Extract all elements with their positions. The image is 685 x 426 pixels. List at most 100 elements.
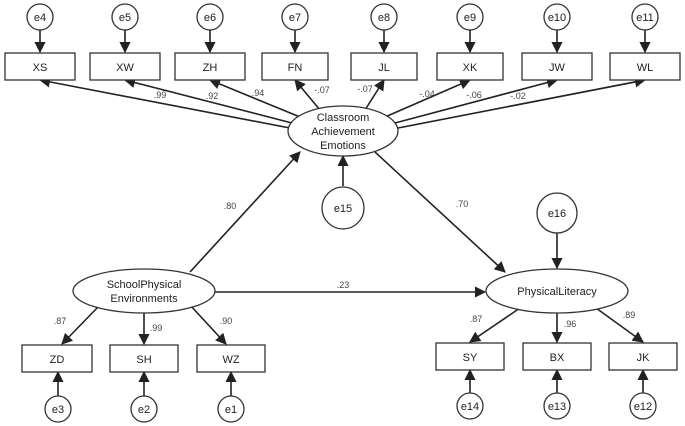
error-e6: [196, 3, 224, 31]
latent-classroom-achievement-emotions: Classroom Achievement Emotions: [287, 105, 399, 157]
coef-emotions-xs: .99: [154, 90, 167, 100]
error-e16-label: e16: [548, 208, 566, 220]
coef-env-emotions: .80: [224, 201, 237, 211]
error-e7: [281, 3, 309, 31]
paths: [34, 30, 651, 396]
indicator-zh: [174, 52, 246, 81]
error-e8-label: e8: [378, 12, 390, 24]
coef-env-zd: .87: [54, 316, 67, 326]
latent-emotions-line-1: Classroom: [317, 112, 370, 124]
indicator-zd: [21, 344, 93, 373]
indicator-sy-label: SY: [463, 352, 478, 364]
indicator-bx: [522, 342, 592, 371]
latent-school-physical-environments: SchoolPhysical Environments: [72, 268, 216, 314]
error-e16: [536, 192, 578, 234]
path-emotions-fn: [294, 79, 321, 111]
error-e1: [217, 395, 245, 423]
coef-env-literacy: .23: [337, 280, 350, 290]
error-e7-label: e7: [289, 12, 301, 24]
top-error-terms: e4 e5 e6 e7 e8 e9 e10 e11: [26, 3, 659, 31]
error-e5-label: e5: [119, 12, 131, 24]
error-e1-label: e1: [225, 404, 237, 416]
indicator-wz-label: WZ: [222, 354, 239, 366]
indicator-xk: [436, 52, 504, 81]
latent-emotions-line-3: Emotions: [320, 140, 366, 152]
indicator-jl-label: JL: [378, 62, 390, 74]
coef-env-wz: .90: [220, 316, 233, 326]
indicator-sh: [109, 344, 179, 373]
error-e4: [26, 3, 54, 31]
error-e10: [543, 3, 571, 31]
indicator-xk-label: XK: [463, 62, 478, 74]
path-emotions-xk: [384, 78, 472, 118]
path-emotions-xw: [123, 77, 293, 124]
indicator-zd-label: ZD: [50, 354, 65, 366]
indicator-sh-label: SH: [136, 354, 151, 366]
bottom-indicators: ZD SH WZ SY BX JK: [21, 342, 678, 373]
path-literacy-jk: [595, 307, 644, 343]
error-e8: [370, 3, 398, 31]
error-e11-label: e11: [636, 12, 654, 24]
latent-emotions-line-2: Achievement: [311, 126, 375, 138]
coef-emotions-xw: .92: [206, 91, 219, 101]
indicator-jk: [608, 342, 678, 371]
latent-environments-ellipse: [72, 268, 216, 314]
error-e9: [456, 3, 484, 31]
error-e2-label: e2: [138, 404, 150, 416]
error-e12: [629, 392, 657, 420]
path-coefficients: .99 .92 .94 -.07 -.07 -.04 -.06 -.02 .80…: [54, 84, 636, 333]
error-e14-label: e14: [461, 401, 479, 413]
path-emotions-jw: [394, 77, 559, 124]
latent-physical-literacy: PhysicalLiteracy: [485, 268, 629, 314]
indicator-wl: [609, 52, 681, 81]
coef-literacy-bx: .96: [564, 319, 577, 329]
indicator-wl-label: WL: [637, 62, 654, 74]
indicator-zh-label: ZH: [203, 62, 218, 74]
error-e9-label: e9: [464, 12, 476, 24]
error-e15-label: e15: [334, 203, 352, 215]
error-e13: [543, 392, 571, 420]
coef-env-sh: .99: [150, 323, 163, 333]
path-env-zd: [61, 304, 101, 345]
error-e3-label: e3: [52, 404, 64, 416]
indicator-jl: [350, 52, 418, 81]
path-env-wz: [189, 304, 227, 345]
path-emotions-xs: [38, 76, 291, 129]
indicator-fn-label: FN: [288, 62, 303, 74]
indicator-jw: [521, 52, 593, 81]
error-e11: [631, 3, 659, 31]
latent-emotions-ellipse: [287, 105, 399, 157]
path-literacy-sy: [469, 307, 521, 343]
indicator-xw-label: XW: [116, 62, 134, 74]
bottom-error-terms: e3 e2 e1 e14 e13 e12: [44, 392, 657, 423]
indicator-xs-label: XS: [33, 62, 48, 74]
error-e12-label: e12: [634, 401, 652, 413]
coef-emotions-fn: -.07: [314, 85, 330, 95]
indicator-sy: [435, 342, 505, 371]
latent-literacy-ellipse: [485, 268, 629, 314]
indicator-bx-label: BX: [550, 352, 565, 364]
path-emotions-zh: [208, 78, 301, 118]
indicator-xw: [89, 52, 161, 81]
top-indicators: XS XW ZH FN JL XK JW WL: [4, 52, 681, 81]
error-e15: [321, 186, 365, 230]
error-e6-label: e6: [204, 12, 216, 24]
path-emotions-literacy: [374, 151, 506, 273]
coef-emotions-zh: .94: [252, 88, 265, 98]
indicator-jw-label: JW: [549, 62, 566, 74]
path-emotions-wl: [397, 76, 647, 129]
error-e3: [44, 395, 72, 423]
latent-environments-line-2: Environments: [110, 293, 178, 305]
coef-emotions-jl: -.07: [357, 84, 373, 94]
coef-literacy-jk: .89: [623, 310, 636, 320]
error-e2: [130, 395, 158, 423]
error-e13-label: e13: [548, 401, 566, 413]
indicator-wz: [196, 344, 266, 373]
error-e14: [456, 392, 484, 420]
indicator-xs: [4, 52, 76, 81]
error-e4-label: e4: [34, 12, 46, 24]
coef-emotions-wl: -.02: [510, 91, 526, 101]
latent-literacy-label: PhysicalLiteracy: [517, 286, 597, 298]
path-emotions-jl: [364, 79, 385, 111]
